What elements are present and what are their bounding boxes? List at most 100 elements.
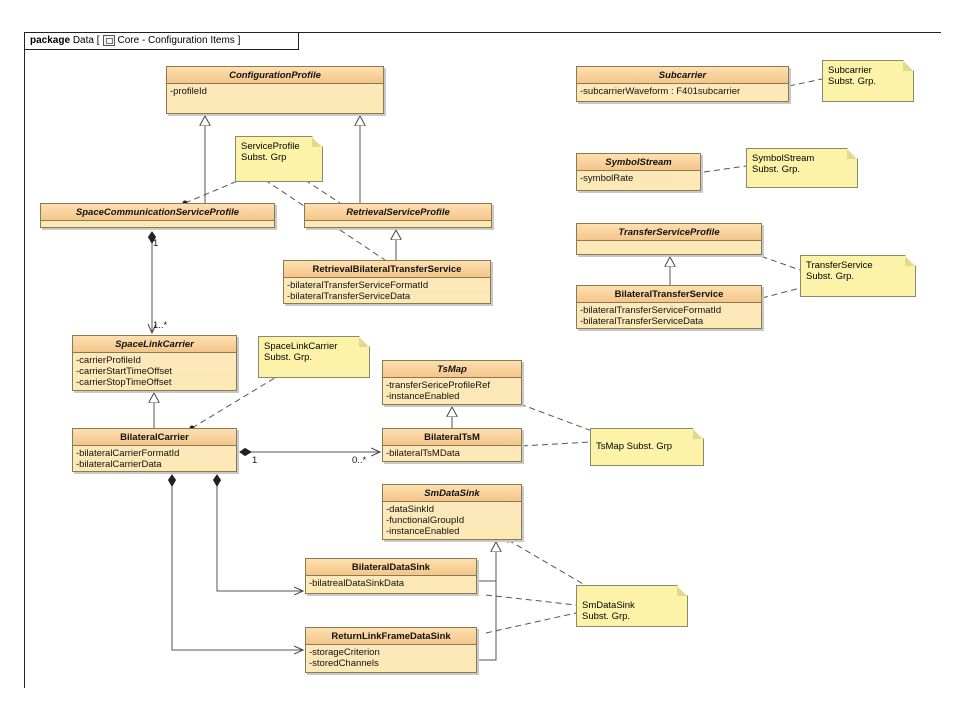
class-name: SpaceCommunicationServiceProfile [41, 204, 274, 221]
class-attribute: -bilateralCarrierFormatId [76, 448, 180, 459]
multiplicity-label: 1 [252, 455, 258, 466]
multiplicity-label: 0..* [352, 455, 367, 466]
class-name: SmDataSink [383, 485, 521, 502]
note-anchor-line [485, 594, 577, 606]
note-line: Subst. Grp. [828, 76, 877, 87]
class-name: TsMap [383, 361, 521, 378]
package-icon [102, 34, 115, 46]
multiplicity-label: 1 [153, 238, 159, 249]
note-line: TransferService [806, 260, 873, 271]
note-line: Subst. Grp [241, 152, 287, 163]
class-attribute: -storedChannels [309, 658, 379, 669]
class-bilateralcarrier[interactable]: BilateralCarrier -bilateralCarrierFormatI… [72, 428, 237, 472]
class-attribute: -symbolRate [580, 173, 634, 184]
note-line: ServiceProfile [241, 141, 300, 152]
class-attribute: -carrierProfileId [76, 355, 141, 366]
class-smdatasink[interactable]: SmDataSink -dataSinkId-functionalGroupId-… [382, 484, 522, 540]
class-spacecommunicationserviceprofile[interactable]: SpaceCommunicationServiceProfile [40, 203, 275, 228]
class-name: BilateralTransferService [577, 286, 761, 303]
class-attribute: -storageCriterion [309, 647, 380, 658]
class-bilateraltransferservice[interactable]: BilateralTransferService -bilateralTransf… [576, 285, 762, 329]
class-attribute: -bilateralCarrierData [76, 459, 162, 470]
note-line: Subst. Grp. [264, 352, 313, 363]
note-line: Subst. Grp. [582, 611, 631, 622]
class-name: SymbolStream [577, 154, 700, 171]
note-line: TsMap Subst. Grp [596, 441, 673, 452]
note-line: SpaceLinkCarrier [264, 341, 338, 352]
package-name: Data [72, 35, 94, 46]
multiplicity-label: 1..* [153, 320, 168, 331]
class-name: RetrievalServiceProfile [305, 204, 491, 221]
class-attribute: -carrierStartTimeOffset [76, 366, 173, 377]
generalization-line [477, 542, 496, 582]
association-line [217, 475, 303, 591]
class-subcarrier[interactable]: Subcarrier -subcarrierWaveform : F401subc… [576, 66, 789, 102]
package-close-bracket: ] [237, 35, 241, 46]
note-anchor-line [507, 539, 591, 589]
class-attribute: -instanceEnabled [386, 526, 460, 537]
class-attribute: -transferSericeProfileRef [386, 380, 491, 391]
note-anchor-line [788, 78, 823, 87]
class-spacelinkcarrier[interactable]: SpaceLinkCarrier-carrierProfileId-carrie… [72, 335, 237, 391]
class-attribute: -bilateralTransferServiceData [287, 291, 411, 302]
class-attribute: -bilateralTransferServiceFormatId [580, 305, 722, 316]
class-transferserviceprofile[interactable]: TransferServiceProfile [576, 223, 762, 255]
class-name: SpaceLinkCarrier [73, 336, 236, 353]
note-line: SmDataSink [582, 600, 635, 611]
class-name: RetrievalBilateralTransferService [284, 261, 490, 278]
note-line: SymbolStream [752, 153, 815, 164]
class-returnlinkframedatasink[interactable]: ReturnLinkFrameDataSink -storageCriterion… [305, 627, 477, 673]
class-name: BilateralTsM [383, 429, 521, 446]
class-bilateraltsm[interactable]: BilateralTsM -bilateralTsMData [382, 428, 522, 462]
class-attribute: -carrierStopTimeOffset [76, 377, 172, 388]
note-anchor-line [521, 441, 591, 447]
package-tab: package Data [ Core - Configuration Items… [24, 32, 299, 50]
class-tsmap[interactable]: TsMap -transferSericeProfileRef-instanceE… [382, 360, 522, 405]
class-name: BilateralCarrier [73, 429, 236, 446]
class-attribute: -instanceEnabled [386, 391, 460, 402]
class-name: ReturnLinkFrameDataSink [306, 628, 476, 645]
note-anchor-line [751, 252, 801, 271]
note-anchor-line [761, 287, 801, 299]
class-configurationprofile[interactable]: ConfigurationProfile -profileId [166, 66, 384, 114]
generalization-line [477, 581, 497, 661]
package-frame [24, 32, 941, 688]
note-line: Subst. Grp. [806, 271, 855, 282]
class-name: Subcarrier [577, 67, 788, 84]
class-attribute: -profileId [170, 86, 207, 97]
class-attribute: -bilateralTsMData [386, 448, 460, 459]
class-retrievalserviceprofile[interactable]: RetrievalServiceProfile [304, 203, 492, 228]
class-attribute: -dataSinkId [386, 504, 435, 515]
association-line [172, 475, 303, 650]
class-name: ConfigurationProfile [167, 67, 383, 84]
note-tsmap[interactable]: TsMap Subst. Grp [590, 428, 704, 466]
note-anchor-line [519, 403, 601, 435]
class-name: BilateralDataSink [306, 559, 476, 576]
note-anchor-line [304, 179, 341, 204]
class-attribute: -bilateralTransferServiceData [580, 316, 704, 327]
class-name: TransferServiceProfile [577, 224, 761, 241]
class-attribute: -bilateralTransferServiceFormatId [287, 280, 429, 291]
class-attribute: -subcarrierWaveform : F401subcarrier [580, 86, 741, 97]
note-line: Subst. Grp. [752, 164, 801, 175]
class-symbolstream[interactable]: SymbolStream -symbolRate [576, 153, 701, 191]
class-retrievalbilateraltransferservice[interactable]: RetrievalBilateralTransferService -bilate… [283, 260, 491, 304]
note-anchor-line [184, 179, 241, 204]
note-line: Subcarrier [828, 65, 872, 76]
note-anchor-line [191, 375, 279, 429]
note-anchor-line [485, 612, 577, 634]
class-bilateraldatasink[interactable]: BilateralDataSink -bilatrealDataSinkData [305, 558, 477, 594]
package-stereotype: Core - Configuration Items [117, 35, 235, 46]
package-open-bracket: [ [96, 35, 100, 46]
class-attribute: -bilatrealDataSinkData [309, 578, 405, 589]
class-attribute: -functionalGroupId [386, 515, 465, 526]
note-anchor-line [703, 165, 747, 173]
package-keyword: package [30, 35, 71, 46]
